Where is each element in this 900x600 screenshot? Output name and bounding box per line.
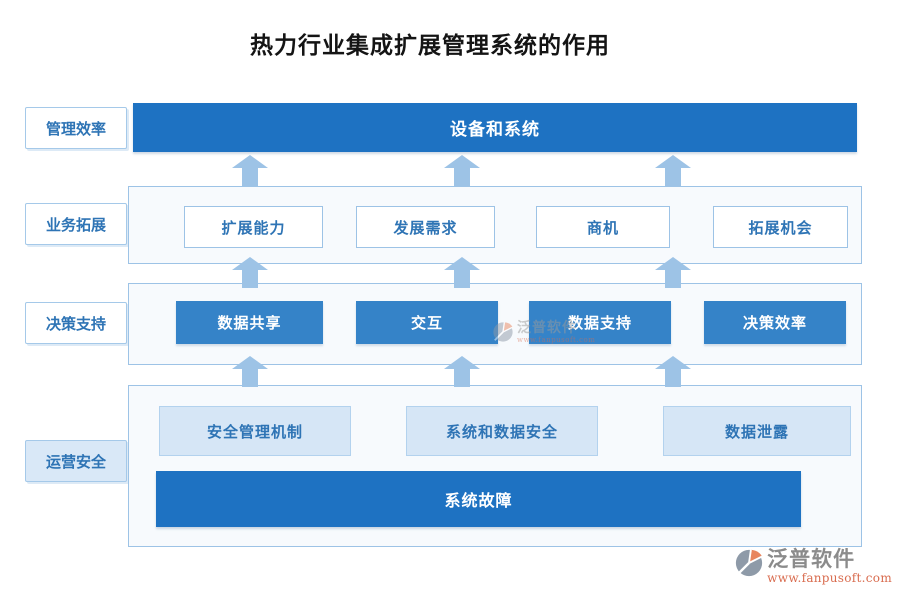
watermark-url: www.fanpusoft.com — [517, 336, 596, 344]
row-label-management-efficiency: 管理效率 — [25, 107, 127, 149]
up-arrow-icon — [655, 155, 691, 186]
watermark-brand: 泛普软件 — [767, 546, 856, 571]
up-arrow-icon — [232, 155, 268, 186]
watermark-url: www.fanpusoft.com — [767, 571, 892, 585]
node-development-demand: 发展需求 — [356, 206, 495, 248]
node-safety-management-mechanism: 安全管理机制 — [159, 406, 351, 456]
up-arrow-icon — [444, 257, 480, 288]
row-label-operation-safety: 运营安全 — [25, 440, 127, 482]
node-data-sharing: 数据共享 — [176, 301, 323, 344]
node-expansion-opportunity: 拓展机会 — [713, 206, 848, 248]
corner-watermark: 泛普软件 www.fanpusoft.com — [734, 548, 892, 584]
up-arrow-icon — [232, 356, 268, 387]
node-system-failure: 系统故障 — [156, 471, 801, 527]
node-system-and-data-security: 系统和数据安全 — [406, 406, 598, 456]
up-arrow-icon — [444, 356, 480, 387]
fanpu-logo-icon — [736, 549, 763, 577]
row-operation-safety: 安全管理机制 系统和数据安全 数据泄露 系统故障 — [128, 385, 862, 547]
watermark-brand: 泛普软件 — [517, 320, 577, 336]
node-devices-and-systems: 设备和系统 — [133, 103, 857, 152]
row-decision-support: 数据共享 交互 数据支持 决策效率 — [128, 283, 862, 365]
row-label-decision-support: 决策支持 — [25, 302, 127, 344]
diagram-title: 热力行业集成扩展管理系统的作用 — [250, 32, 610, 59]
node-expansion-capability: 扩展能力 — [184, 206, 323, 248]
node-decision-efficiency: 决策效率 — [704, 301, 846, 344]
node-interaction: 交互 — [356, 301, 498, 344]
row-business-expansion: 扩展能力 发展需求 商机 拓展机会 — [128, 186, 862, 264]
up-arrow-icon — [655, 257, 691, 288]
node-data-support: 数据支持 — [529, 301, 671, 344]
row-label-business-expansion: 业务拓展 — [25, 203, 127, 245]
up-arrow-icon — [232, 257, 268, 288]
up-arrow-icon — [444, 155, 480, 186]
node-business-opportunity: 商机 — [536, 206, 670, 248]
center-watermark: 泛普软件 www.fanpusoft.com — [492, 321, 595, 344]
fanpu-logo-icon — [493, 322, 513, 342]
up-arrow-icon — [655, 356, 691, 387]
node-data-leakage: 数据泄露 — [663, 406, 851, 456]
